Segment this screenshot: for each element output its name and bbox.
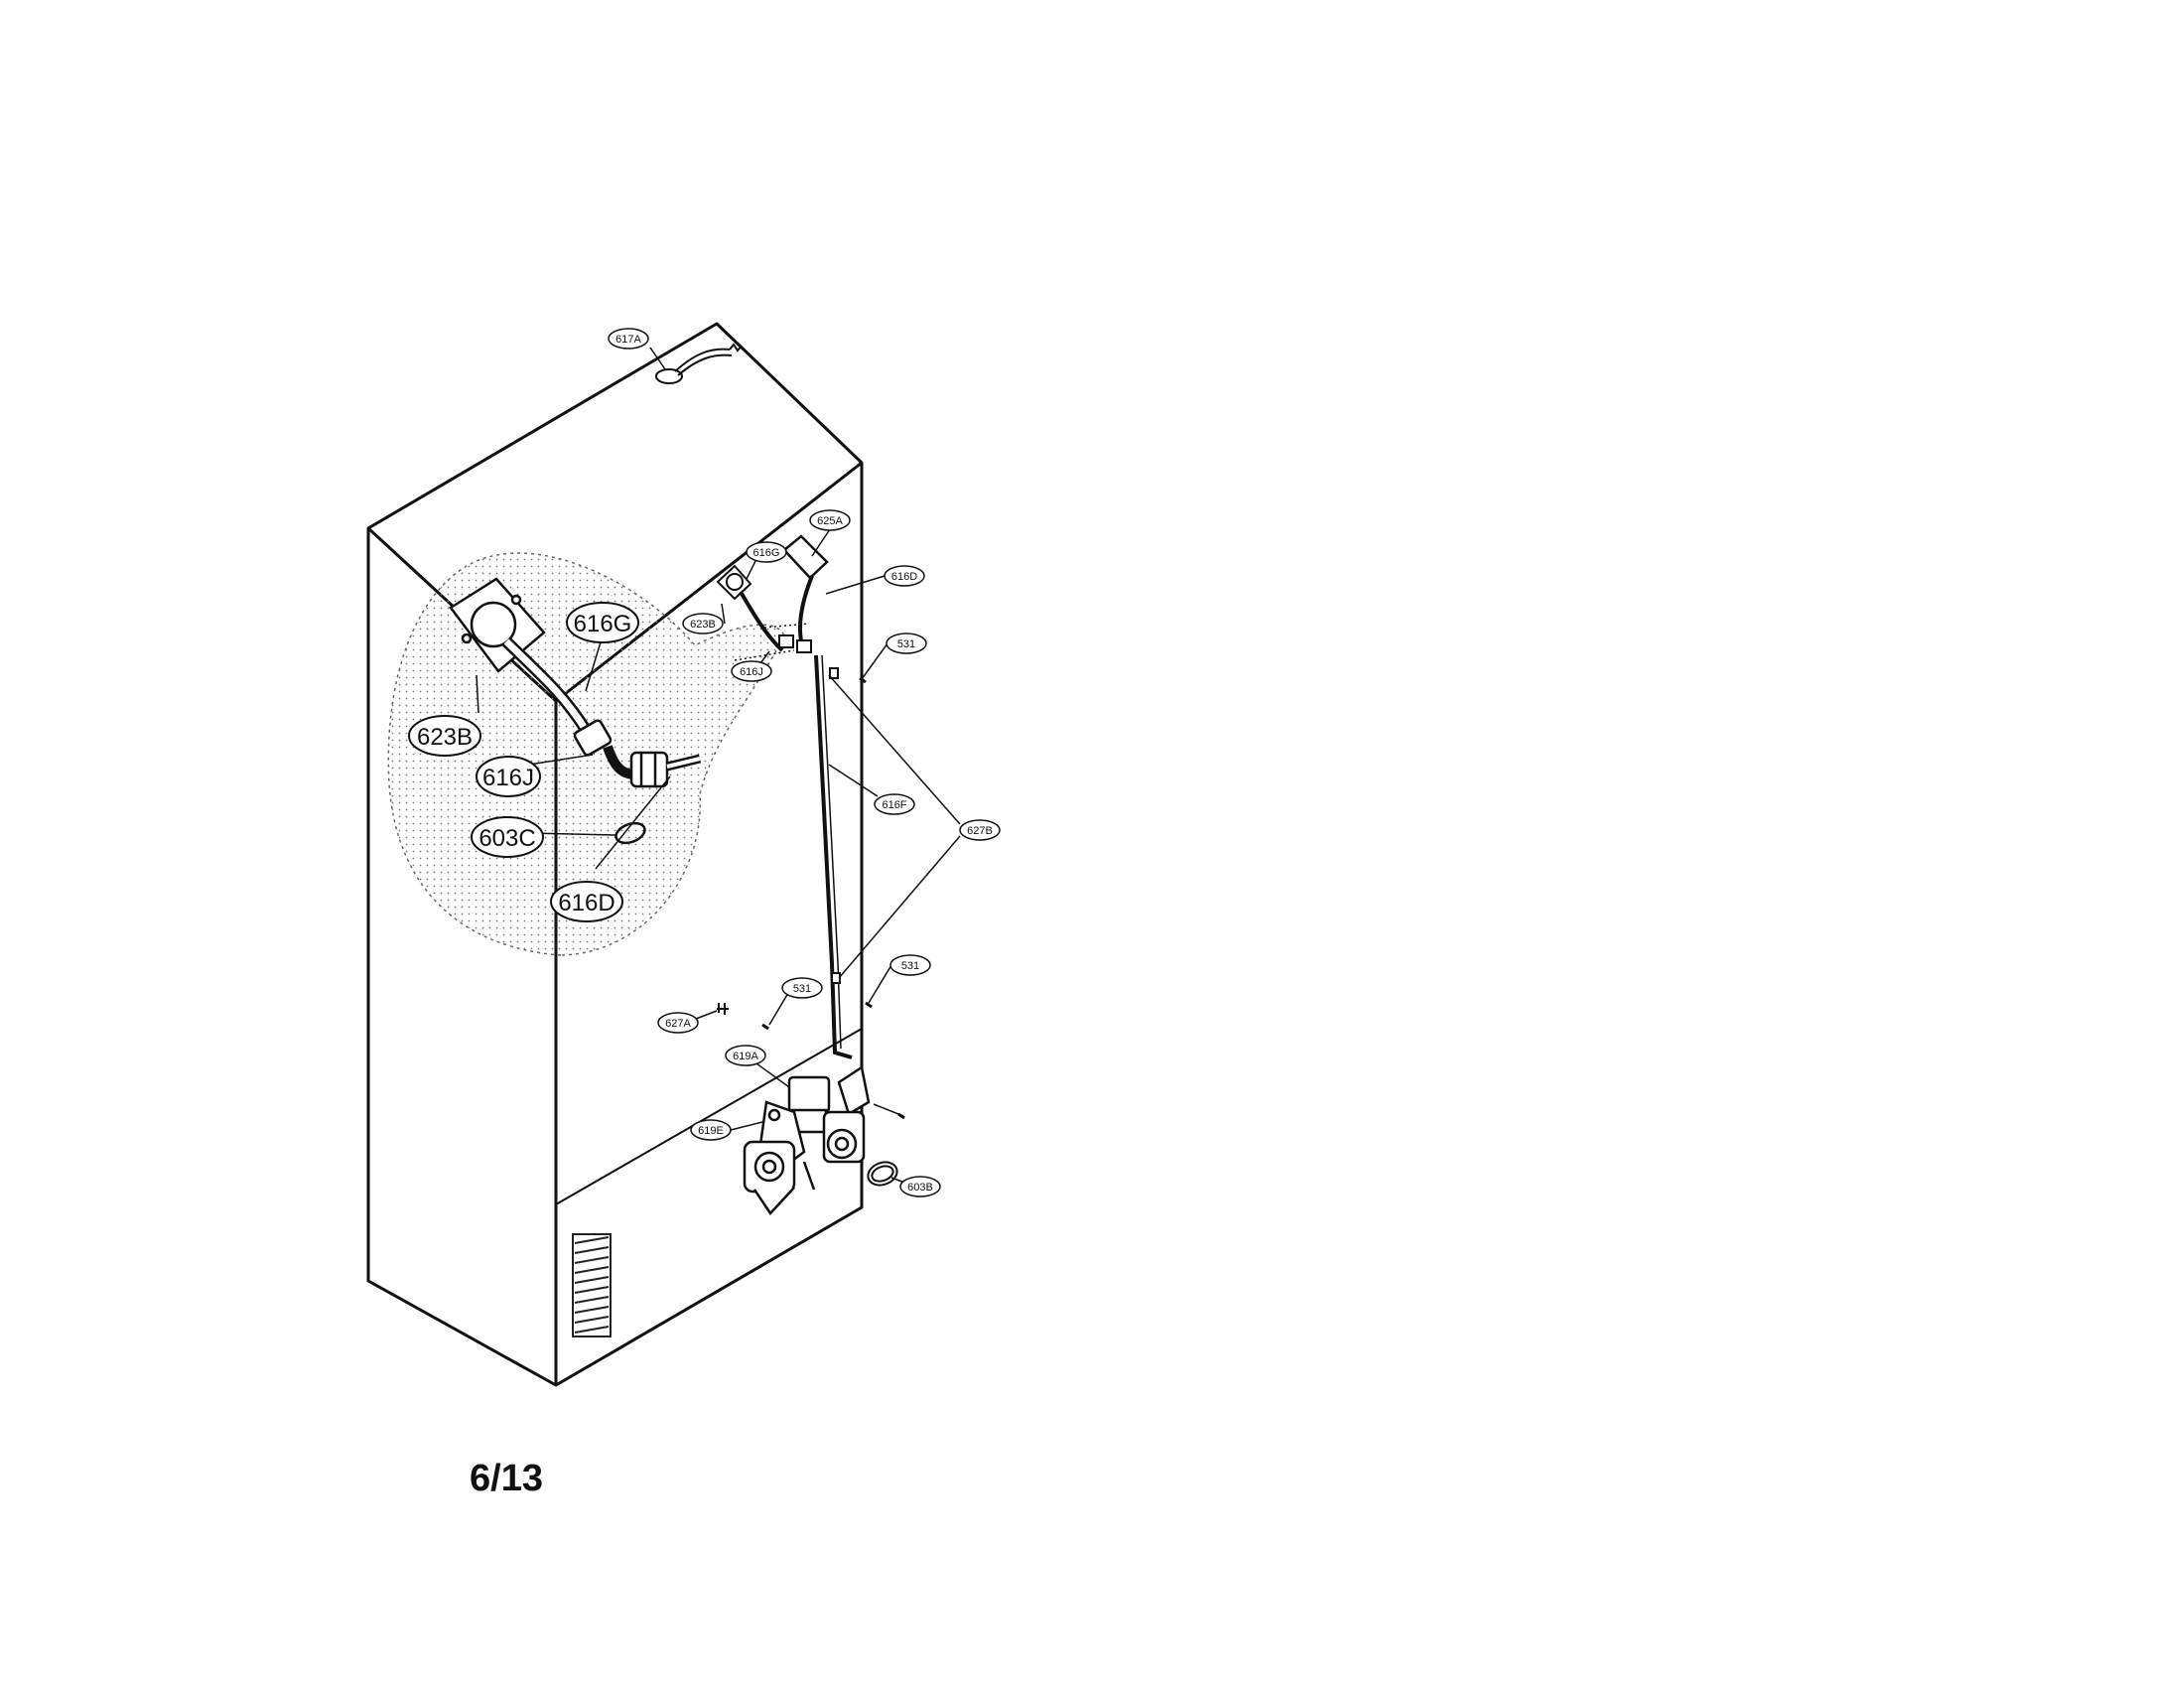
callout-617a: 617A	[608, 328, 649, 350]
callouts: 617A 625A 616G 616D 623B 616J 531 616F	[608, 328, 1001, 1197]
detail-callout-616g-label: 616G	[574, 611, 632, 637]
water-line-parts	[716, 534, 905, 1120]
detail-callout-616j-label: 616J	[482, 765, 534, 791]
callout-531-top-label: 531	[897, 638, 915, 650]
callout-623b: 623B	[682, 613, 724, 634]
callout-625a-label: 625A	[817, 515, 843, 527]
callout-616f-label: 616F	[882, 799, 906, 811]
water-valve-assembly	[743, 1064, 871, 1216]
page-number: 6/13	[470, 1458, 543, 1499]
vent-grille	[572, 1233, 612, 1337]
ring-603b	[867, 1161, 898, 1187]
callout-531-right-label: 531	[901, 960, 919, 972]
callout-617a-label: 617A	[615, 334, 641, 346]
callout-616j: 616J	[731, 660, 772, 682]
detail-callout-616g: 616G	[566, 602, 639, 643]
callout-603b-label: 603B	[907, 1182, 933, 1194]
callout-531-right: 531	[889, 954, 931, 976]
detail-callouts: 616G 623B 616J 603C 616D	[408, 602, 639, 922]
power-cord	[655, 343, 743, 384]
callout-616d-label: 616D	[891, 571, 917, 583]
detail-parts	[449, 577, 702, 845]
callout-623b-label: 623B	[690, 619, 716, 631]
detail-callout-616d-label: 616D	[558, 890, 614, 916]
detail-callout-623b: 623B	[408, 715, 481, 757]
callout-531-top: 531	[886, 633, 927, 654]
callout-531-left-label: 531	[793, 983, 811, 995]
callout-619e: 619E	[690, 1119, 732, 1141]
detail-callout-616j: 616J	[476, 756, 541, 797]
callout-616f: 616F	[874, 793, 915, 815]
callout-627a-label: 627A	[665, 1018, 691, 1030]
detail-callout-616d: 616D	[550, 881, 623, 922]
callout-627b-label: 627B	[967, 825, 993, 837]
detail-callout-623b-label: 623B	[417, 724, 473, 751]
callout-616j-label: 616J	[740, 666, 763, 678]
callout-616g-label: 616G	[753, 547, 780, 559]
callout-619a: 619A	[725, 1045, 766, 1066]
detail-callout-603c-label: 603C	[478, 825, 535, 852]
callout-616d: 616D	[884, 565, 925, 587]
callout-625a: 625A	[809, 509, 851, 531]
callout-627b: 627B	[959, 819, 1001, 841]
callout-619a-label: 619A	[733, 1051, 758, 1062]
detail-callout-603c: 603C	[471, 816, 544, 858]
callout-619e-label: 619E	[698, 1125, 724, 1137]
callout-627a: 627A	[657, 1012, 699, 1034]
callout-603b: 603B	[899, 1176, 941, 1197]
callout-616g: 616G	[746, 541, 787, 563]
callout-531-left: 531	[781, 977, 823, 999]
